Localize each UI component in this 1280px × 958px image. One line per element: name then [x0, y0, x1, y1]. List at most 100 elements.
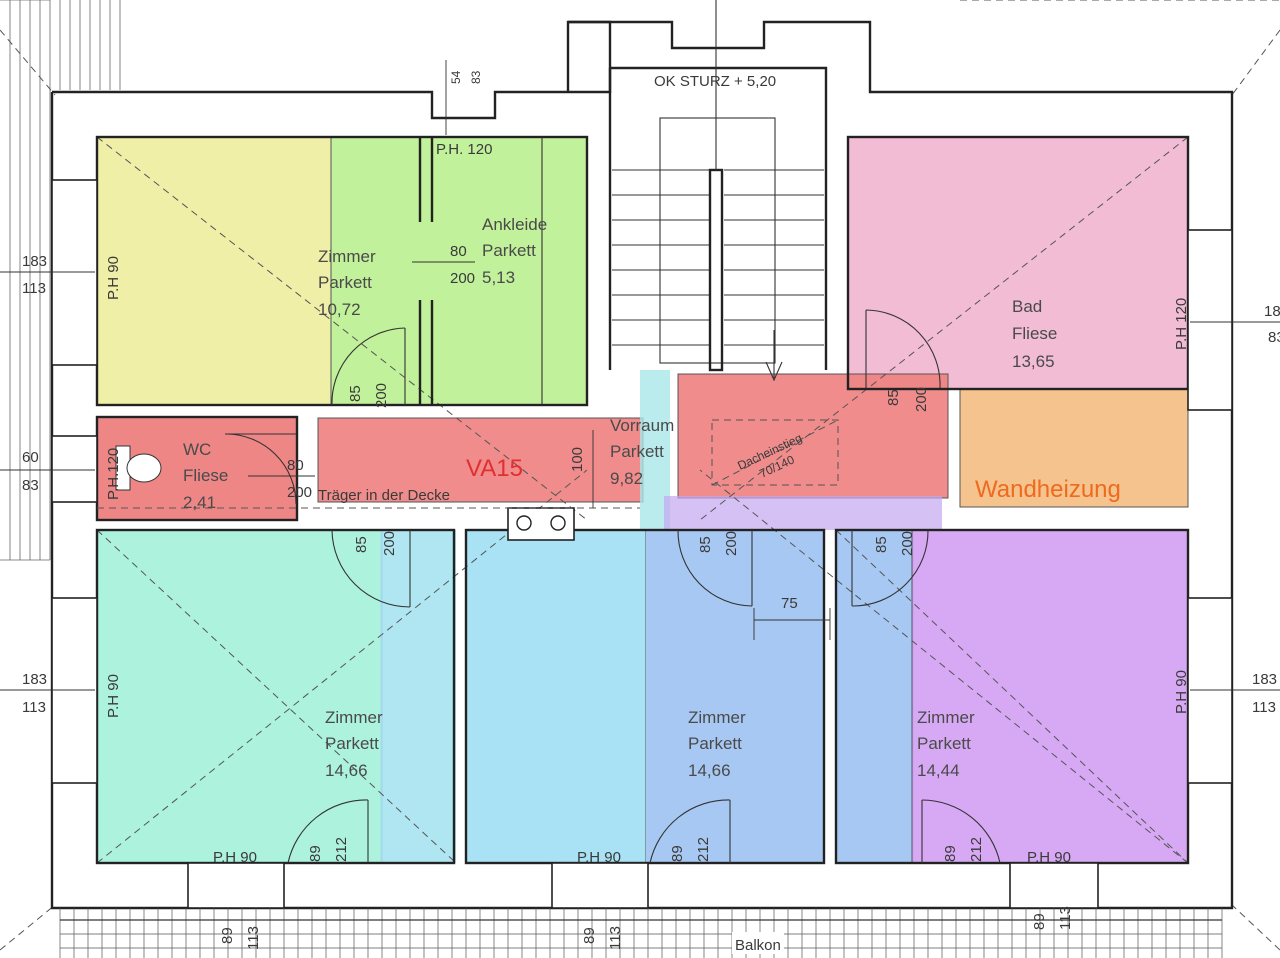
room-label-zimmer-se: Zimmer Parkett 14,44 — [917, 708, 975, 780]
ph-label: P.H 90 — [1173, 670, 1190, 714]
svg-text:Ankleide: Ankleide — [482, 215, 547, 234]
dim-value: 113 — [607, 926, 624, 950]
dim-value: 89 — [669, 845, 686, 862]
dim-value: 89 — [942, 845, 959, 862]
room-vorraum-fill — [317, 417, 644, 503]
room-label-wc: WC Fliese 2,41 — [183, 440, 228, 512]
windows — [51, 179, 1233, 909]
ph-label: P.H 90 — [577, 849, 621, 866]
dim-value: 85 — [873, 536, 890, 553]
svg-text:Parkett: Parkett — [318, 273, 372, 292]
dim-value: 113 — [245, 926, 262, 950]
room-vorraum-east-fill — [677, 373, 949, 499]
dim-value: 183 — [22, 253, 47, 270]
svg-text:Zimmer: Zimmer — [318, 247, 376, 266]
dim-value: 80 — [450, 243, 467, 260]
dim-value: 100 — [569, 447, 586, 472]
room-zimmer-sw-fill — [96, 529, 383, 864]
dim-value: 89 — [581, 927, 598, 944]
svg-text:WC: WC — [183, 440, 211, 459]
room-zimmer-se-overlap — [836, 530, 914, 863]
ok-sturz-label: OK STURZ + 5,20 — [654, 73, 776, 90]
toilet-icon — [115, 445, 162, 491]
dim-value: 113 — [1252, 699, 1276, 716]
balkon-label: Balkon — [735, 937, 781, 954]
dim-value: 75 — [781, 595, 798, 612]
wandheizung-label: Wandheizung — [975, 476, 1121, 503]
dim-value: 85 — [347, 385, 364, 402]
svg-text:Vorraum: Vorraum — [610, 416, 674, 435]
roof-hatching — [0, 0, 121, 561]
dim-value: 200 — [913, 387, 930, 412]
room-diagonals — [96, 136, 1189, 864]
room-label-bad: Bad Fliese 13,65 — [1012, 297, 1057, 371]
svg-text:14,44: 14,44 — [917, 761, 960, 780]
room-label-ankleide: Ankleide Parkett 5,13 — [482, 215, 547, 287]
va15-label: VA15 — [466, 455, 523, 482]
room-zimmer-s-fill — [465, 529, 647, 864]
dim-value: 113 — [1057, 906, 1074, 930]
room-label-zimmer-s: Zimmer Parkett 14,66 — [688, 708, 746, 780]
svg-text:2,41: 2,41 — [183, 493, 216, 512]
dim-value: 18 — [1264, 303, 1280, 320]
dim-value: 183 — [1252, 671, 1277, 688]
balkon-label-bg — [732, 932, 784, 954]
dim-value: 85 — [353, 536, 370, 553]
svg-text:Parkett: Parkett — [482, 241, 536, 260]
dim-value: 212 — [333, 837, 350, 862]
room-label-vorraum: Vorraum Parkett 9,82 — [610, 416, 674, 488]
dim-value: 54 — [449, 70, 463, 84]
dim-value: 212 — [695, 837, 712, 862]
dim-value: 200 — [381, 531, 398, 556]
dim-value: 89 — [1031, 913, 1048, 930]
ph-label: P.H 90 — [105, 674, 122, 718]
svg-text:Fliese: Fliese — [1012, 324, 1057, 343]
room-label-zimmer-sw: Zimmer Parkett 14,66 — [325, 708, 383, 780]
room-zimmer-se-fill — [911, 529, 1189, 864]
svg-text:9,82: 9,82 — [610, 469, 643, 488]
dim-value: 183 — [22, 671, 47, 688]
dim-value: 83 — [1268, 329, 1280, 346]
dimension-lines — [0, 60, 1280, 691]
dim-value: 83 — [22, 477, 39, 494]
svg-text:14,66: 14,66 — [688, 761, 731, 780]
svg-text:Bad: Bad — [1012, 297, 1042, 316]
svg-text:13,65: 13,65 — [1012, 352, 1055, 371]
ph-label: P.H 90 — [105, 256, 122, 300]
ph-label: P.H.120 — [105, 448, 122, 500]
room-label-zimmer-nw: Zimmer Parkett 10,72 — [318, 247, 376, 319]
svg-text:Zimmer: Zimmer — [917, 708, 975, 727]
ph-label: P.H 90 — [213, 849, 257, 866]
dim-value: 89 — [307, 845, 324, 862]
dim-value: 85 — [885, 389, 902, 406]
svg-text:Zimmer: Zimmer — [325, 708, 383, 727]
dim-value: 60 — [22, 449, 39, 466]
room-zimmer-sw-overlap — [380, 530, 456, 863]
dim-value: 200 — [450, 270, 475, 287]
door-swings — [224, 309, 1001, 864]
vorraum-violet-strip — [664, 496, 942, 530]
dim-value: 113 — [22, 280, 46, 297]
ph-label: P.H 120 — [1173, 298, 1190, 350]
dim-value: 200 — [373, 383, 390, 408]
dim-value: 83 — [469, 70, 483, 84]
wandheizung-fill — [959, 388, 1189, 508]
svg-text:5,13: 5,13 — [482, 268, 515, 287]
svg-text:10,72: 10,72 — [318, 300, 361, 319]
dim-value: 200 — [287, 484, 312, 501]
svg-text:Parkett: Parkett — [688, 734, 742, 753]
ph-label: P.H 90 — [1027, 849, 1071, 866]
dim-value: 200 — [899, 531, 916, 556]
dim-value: 80 — [287, 457, 304, 474]
room-ankleide-fill — [330, 136, 588, 406]
stair — [612, 0, 824, 382]
svg-text:Fliese: Fliese — [183, 466, 228, 485]
traeger-label: Träger in der Decke — [318, 487, 450, 504]
svg-text:14,66: 14,66 — [325, 761, 368, 780]
dacheinstieg-hatch — [711, 419, 839, 486]
svg-text:Zimmer: Zimmer — [688, 708, 746, 727]
dim-value: 212 — [968, 837, 985, 862]
dim-value: 85 — [697, 536, 714, 553]
